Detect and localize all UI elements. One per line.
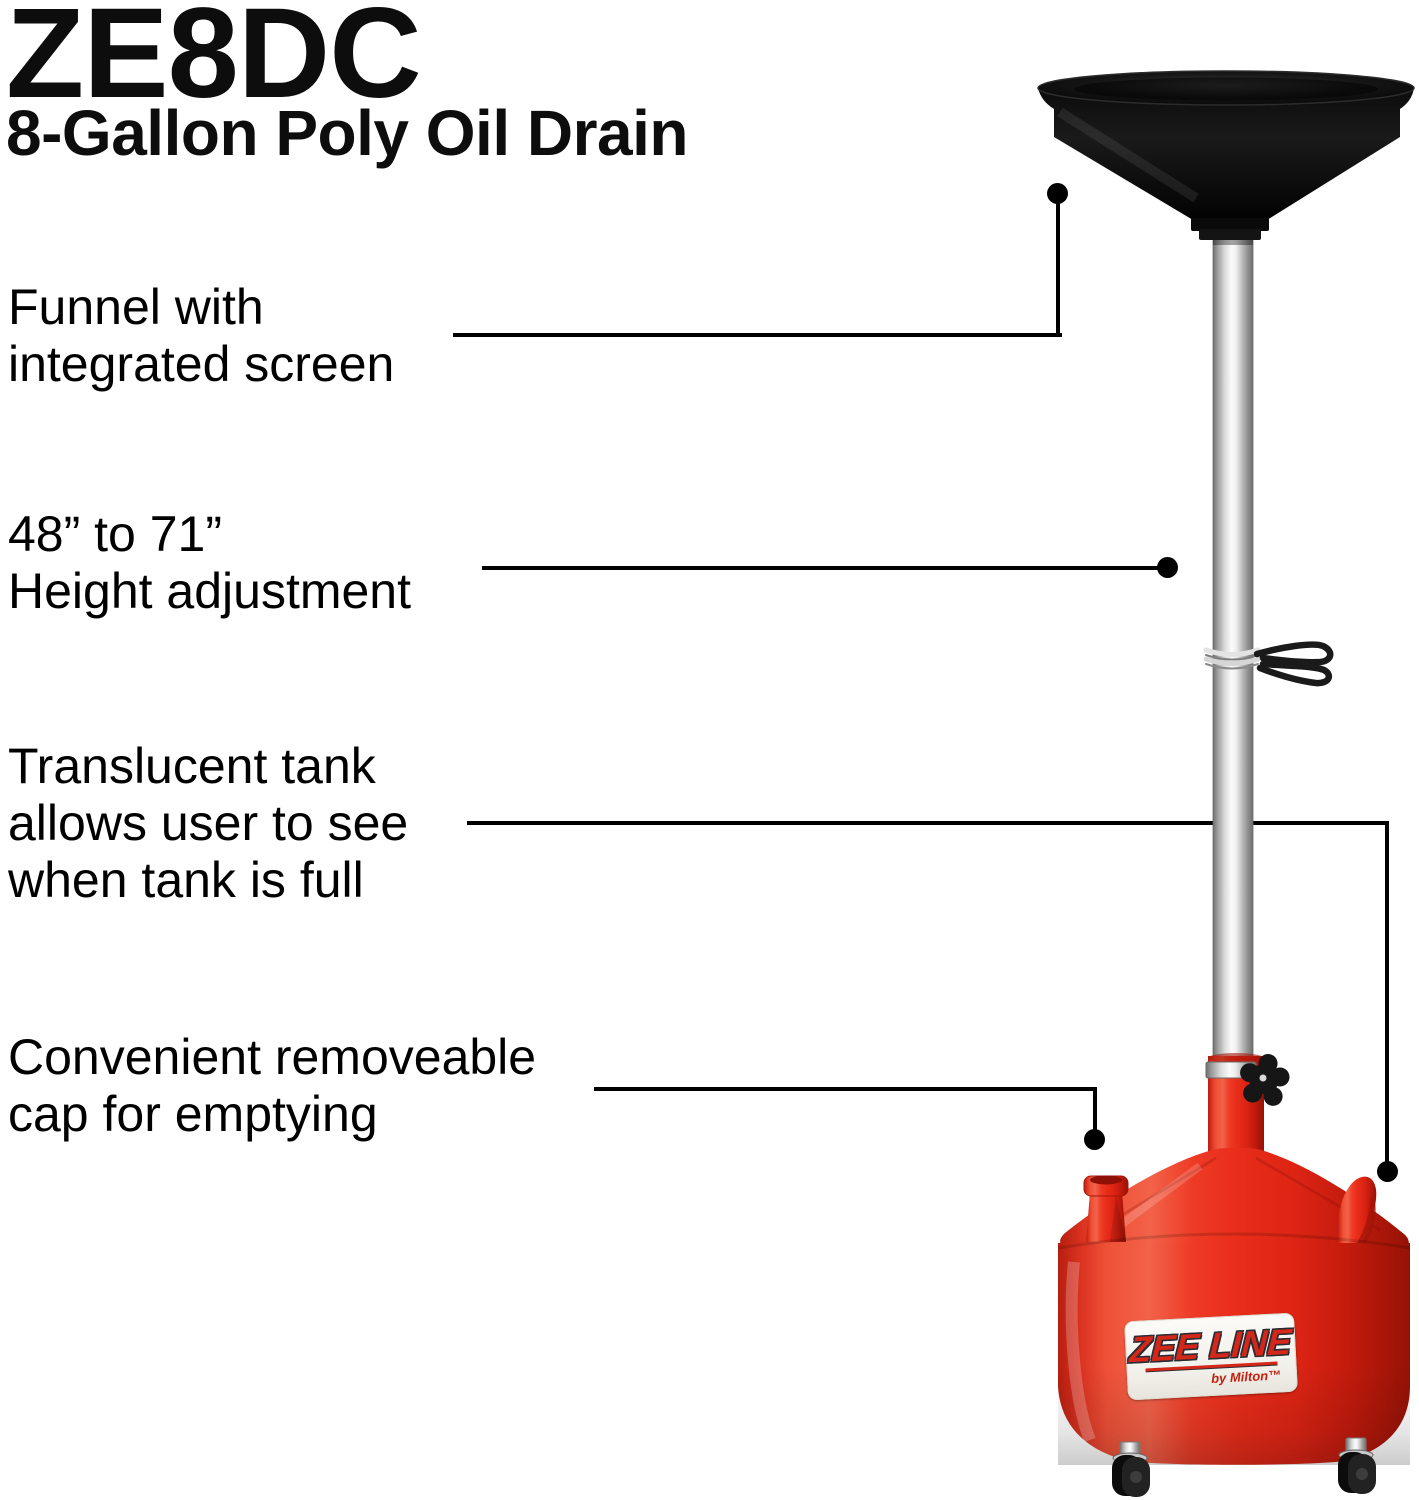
callout-height: 48” to 71” Height adjustment (8, 506, 411, 620)
removable-cap (1083, 1175, 1129, 1242)
leader-line-cap-v (1093, 1089, 1097, 1134)
page-subtitle: 8-Gallon Poly Oil Drain (6, 97, 688, 169)
callout-tank-line1: Translucent tank (8, 738, 376, 794)
pole (1212, 235, 1254, 1063)
callout-height-line1: 48” to 71” (8, 506, 223, 562)
leader-line-cap-h (594, 1087, 1097, 1091)
callout-funnel-line1: Funnel with (8, 279, 264, 335)
tank-handle (1337, 1176, 1377, 1256)
funnel-bowl (1038, 71, 1414, 220)
leader-line-funnel-v (1056, 193, 1060, 337)
funnel (1037, 70, 1415, 240)
callout-tank: Translucent tank allows user to see when… (8, 738, 408, 909)
clamp-knob (1240, 1054, 1290, 1106)
leader-line-tank-h (467, 821, 1389, 825)
callout-cap-line2: cap for emptying (8, 1086, 378, 1142)
tank-cone (1060, 1147, 1409, 1249)
leader-line-funnel-h (453, 333, 1062, 337)
brand-label: ZEE LINE by Milton™ (1124, 1312, 1298, 1401)
callout-height-line2: Height adjustment (8, 563, 412, 619)
callout-cap-line1: Convenient removeable (8, 1029, 537, 1085)
page-title: ZE8DC (6, 0, 422, 125)
callout-funnel-line2: integrated screen (8, 336, 395, 392)
leader-line-tank-v (1385, 821, 1389, 1172)
funnel-screen (1074, 77, 1378, 101)
callout-cap: Convenient removeable cap for emptying (8, 1029, 536, 1143)
callout-tank-line2: allows user to see (8, 795, 409, 851)
leader-line-height-h (482, 566, 1168, 570)
caster-left (1112, 1441, 1150, 1497)
tank (1057, 1053, 1411, 1465)
funnel-outlet-collar (1191, 218, 1269, 231)
callout-funnel: Funnel with integrated screen (8, 279, 394, 393)
callout-tank-line3: when tank is full (8, 852, 364, 908)
pole-spring-clip (1203, 641, 1334, 687)
caster-right (1338, 1437, 1376, 1494)
brand-text: ZEE LINE (1128, 1320, 1293, 1371)
